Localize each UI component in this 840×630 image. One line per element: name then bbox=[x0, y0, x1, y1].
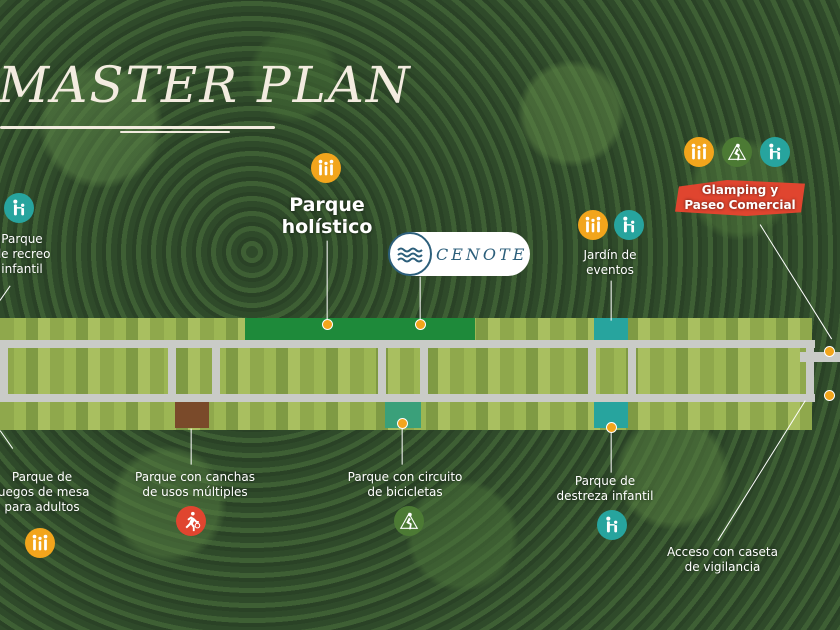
cross-road bbox=[168, 340, 176, 402]
juegos-leader bbox=[0, 430, 14, 450]
family-icon bbox=[25, 528, 55, 558]
parent-child-icon bbox=[597, 510, 627, 540]
main-road-bottom bbox=[0, 394, 815, 402]
cross-road bbox=[806, 340, 814, 402]
title-underline bbox=[0, 126, 275, 129]
eventos-leader bbox=[610, 280, 612, 321]
cenote-marker[interactable] bbox=[415, 319, 426, 330]
cenote-leader bbox=[419, 276, 421, 322]
cross-road bbox=[378, 340, 386, 402]
map-title: MASTER PLAN bbox=[0, 56, 412, 114]
recreo-leader bbox=[0, 285, 11, 302]
parque-holistico-block bbox=[245, 318, 475, 340]
destreza-marker[interactable] bbox=[606, 422, 617, 433]
access-road bbox=[800, 352, 840, 362]
climbing-icon bbox=[722, 137, 752, 167]
runner-icon bbox=[176, 506, 206, 536]
cross-road bbox=[212, 340, 220, 402]
canchas-block bbox=[175, 402, 209, 428]
holistico-leader bbox=[326, 240, 328, 325]
parent-child-icon bbox=[4, 193, 34, 223]
parent-child-icon bbox=[614, 210, 644, 240]
cenote-badge: CENOTE bbox=[388, 232, 530, 276]
cross-road bbox=[420, 340, 428, 402]
cross-road bbox=[0, 340, 8, 402]
bicicletas-marker[interactable] bbox=[397, 418, 408, 429]
main-road-top bbox=[0, 340, 815, 348]
family-icon bbox=[578, 210, 608, 240]
bicicletas-leader bbox=[401, 428, 403, 465]
cross-road bbox=[588, 340, 596, 402]
holistico-marker[interactable] bbox=[322, 319, 333, 330]
glamping-marker[interactable] bbox=[824, 346, 835, 357]
parent-child-icon bbox=[760, 137, 790, 167]
jardin-eventos-block bbox=[594, 318, 628, 340]
cross-road bbox=[628, 340, 636, 402]
family-icon bbox=[311, 153, 341, 183]
cenote-wave-icon bbox=[388, 232, 432, 276]
family-icon bbox=[684, 137, 714, 167]
cenote-label: CENOTE bbox=[436, 244, 528, 264]
acceso-marker[interactable] bbox=[824, 390, 835, 401]
climbing-icon bbox=[394, 506, 424, 536]
canchas-leader bbox=[190, 428, 192, 465]
title-underline-secondary bbox=[120, 131, 230, 133]
destreza-leader bbox=[610, 428, 612, 473]
